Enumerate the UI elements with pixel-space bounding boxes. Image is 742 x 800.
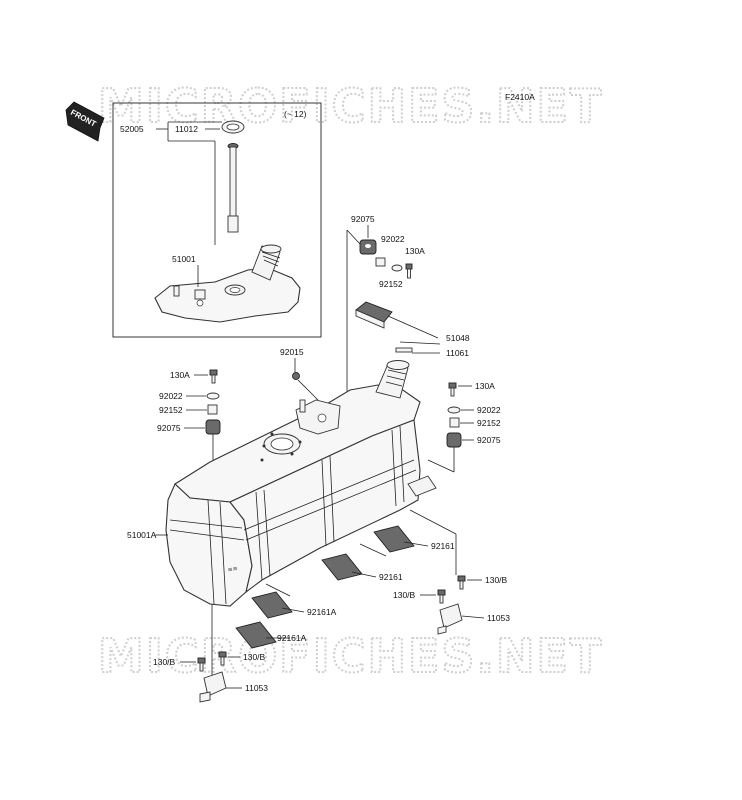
- label-92022-left: 92022: [159, 391, 183, 401]
- strip-11061: [395, 347, 413, 353]
- label-130A-right: 130A: [475, 381, 495, 391]
- label-51001A: 51001A: [127, 530, 157, 540]
- label-51001: 51001: [172, 254, 196, 264]
- watermark-bottom: MICROFICHES.NET: [98, 629, 603, 683]
- bolt-130B-l1: [197, 657, 206, 672]
- label-92152-left: 92152: [159, 405, 183, 415]
- pad-51048: [355, 301, 393, 329]
- label-92022-top: 92022: [381, 234, 405, 244]
- label-92161-b: 92161: [379, 572, 403, 582]
- collar-right: [449, 417, 460, 428]
- bolt-130B-l2: [218, 651, 227, 666]
- pad-92161-a: [373, 525, 415, 553]
- washer-left: [206, 392, 220, 400]
- bracket-11053-right: [437, 603, 463, 635]
- label-130A-left: 130A: [170, 370, 190, 380]
- label-92152-top: 92152: [379, 279, 403, 289]
- svg-text:≋≋: ≋≋: [227, 566, 238, 574]
- label-92075-right: 92075: [477, 435, 501, 445]
- rubber-grommet-top: [359, 239, 377, 255]
- label-130B-l2: 130/B: [243, 652, 266, 662]
- inset-tank-top: [154, 244, 301, 323]
- label-92075-left: 92075: [157, 423, 181, 433]
- inset-range-note: (~ 12): [284, 109, 307, 119]
- label-11053-right: 11053: [487, 613, 510, 623]
- label-52005: 52005: [120, 124, 144, 134]
- bolt-top: [405, 263, 413, 279]
- label-130B-r2: 130/B: [393, 590, 416, 600]
- fuel-tank-main: ≋≋: [165, 360, 437, 607]
- bolt-130B-r2: [437, 589, 446, 604]
- washer-top: [391, 264, 403, 272]
- collar-left: [207, 404, 218, 415]
- rubber-grommet-left: [205, 419, 221, 435]
- figure-code: F2410A: [505, 92, 535, 102]
- watermark-top: MICROFICHES.NET: [98, 79, 603, 133]
- washer-right: [447, 406, 461, 414]
- label-51048: 51048: [446, 333, 470, 343]
- label-11053-left: 11053: [245, 683, 268, 693]
- label-92161A-b: 92161A: [277, 633, 307, 643]
- bolt-130B-r1: [457, 575, 466, 590]
- label-92161-a: 92161: [431, 541, 455, 551]
- label-92022-right: 92022: [477, 405, 501, 415]
- label-92152-right: 92152: [477, 418, 501, 428]
- pad-92161-b: [321, 553, 363, 581]
- pad-92161A-b: [235, 621, 277, 649]
- fuel-gauge-rod: [227, 143, 239, 233]
- front-arrow-icon: FRONT: [65, 101, 105, 142]
- fuel-cap-ring: [221, 120, 245, 134]
- label-11012: 11012: [175, 124, 198, 134]
- rubber-grommet-right: [446, 432, 462, 448]
- inset-box: [112, 102, 322, 338]
- label-130B-r1: 130/B: [485, 575, 508, 585]
- nut-92015: [292, 372, 300, 380]
- label-92161A-a: 92161A: [307, 607, 337, 617]
- bolt-right: [448, 382, 457, 397]
- label-130B-l1: 130/B: [153, 657, 176, 667]
- pad-92161A-a: [251, 591, 293, 619]
- label-92075-top: 92075: [351, 214, 375, 224]
- bolt-left: [209, 369, 218, 384]
- label-11061: 11061: [446, 348, 469, 358]
- label-92015: 92015: [280, 347, 304, 357]
- label-130A-top: 130A: [405, 246, 425, 256]
- collar-top: [375, 257, 386, 267]
